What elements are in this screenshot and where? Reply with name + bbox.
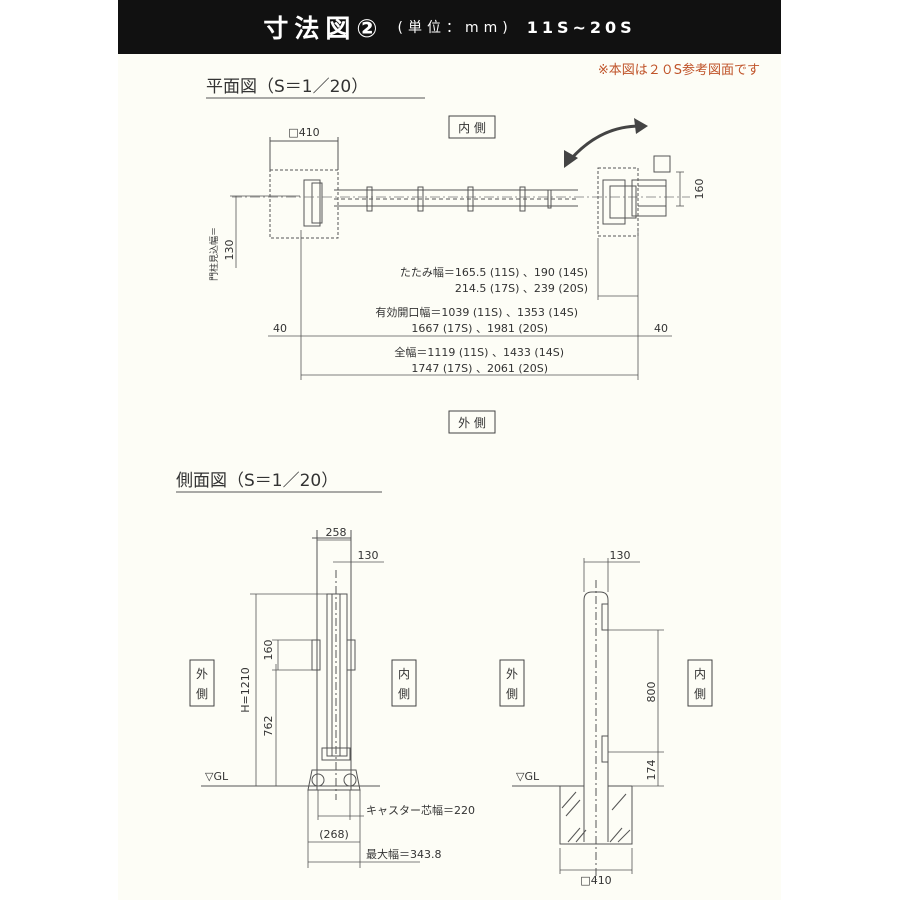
post-offset-dim	[230, 195, 300, 268]
plan-outside-box: 外 側	[448, 410, 496, 434]
side-bottom-dims	[307, 790, 420, 868]
folded-width-l2: 214.5 (17S) 、239 (20S)	[455, 282, 588, 295]
side-left-inside-char1: 内	[398, 667, 410, 681]
side-right-dims	[559, 558, 664, 874]
side-left-outside-char1: 外	[196, 667, 208, 681]
plan-inside-box: 内 側	[448, 115, 496, 139]
overall-width-l1: 全幅＝1119 (11S) 、1433 (14S)	[394, 345, 564, 359]
gl-label-left: ▽GL	[205, 770, 229, 783]
foundation-hatch	[561, 791, 631, 843]
swing-arrow	[568, 124, 641, 161]
margin-left-label: 40	[273, 322, 287, 335]
height-174-label: 174	[645, 760, 658, 781]
base-size-label: □410	[580, 874, 611, 887]
drawing-sheet	[118, 0, 781, 900]
dim-160-label: 160	[693, 179, 706, 200]
width-130-label: 130	[358, 549, 379, 562]
width-268-label: (268)	[319, 828, 349, 841]
side-view-title: 側面図（S＝1／20）	[176, 471, 338, 491]
side-right-outside-char1: 外	[506, 667, 518, 681]
post-size-label: □410	[288, 126, 319, 139]
side-left-inside-box: 内 側	[391, 659, 417, 707]
drawing-title: 寸法図②	[263, 14, 384, 43]
title-banner: 寸法図② (単位：mm) 11S~20S	[118, 0, 781, 54]
height-160-label: 160	[262, 640, 275, 661]
plan-extension-lines	[300, 230, 639, 380]
swing-arrow-tail	[634, 118, 648, 134]
swing-arrow-head	[564, 150, 578, 168]
gl-label-right: ▽GL	[516, 770, 540, 783]
side-left-outside-box: 外 側	[189, 659, 215, 707]
left-post	[269, 137, 339, 239]
right-post	[597, 155, 671, 237]
caster-width-label: キャスター芯幅＝220	[366, 803, 475, 817]
right-width-130-label: 130	[610, 549, 631, 562]
post-offset-value: 130	[223, 240, 236, 261]
side-top-dims	[317, 539, 384, 563]
unit-label: (単位：mm)	[397, 20, 513, 36]
max-width-label: 最大幅＝343.8	[366, 847, 442, 861]
side-right-inside-box: 内 側	[687, 659, 713, 707]
side-left-outside-char2: 側	[196, 687, 208, 701]
plan-view-title: 平面図（S＝1／20）	[206, 77, 368, 97]
folded-width-l1: たたみ幅＝165.5 (11S) 、190 (14S)	[400, 266, 588, 279]
side-left-gate	[307, 530, 361, 800]
side-height-dims	[250, 593, 334, 786]
side-right-inside-char1: 内	[694, 667, 706, 681]
height-1210-label: H=1210	[239, 667, 252, 712]
side-right-outside-char2: 側	[506, 687, 518, 701]
side-left-inside-char2: 側	[398, 687, 410, 701]
side-right-outside-box: 外 側	[499, 659, 525, 707]
dim-160-plan	[676, 171, 684, 207]
width-258-label: 258	[326, 526, 347, 539]
model-range: 11S~20S	[526, 17, 636, 37]
height-762-label: 762	[262, 716, 275, 737]
side-right-post	[559, 580, 633, 880]
reference-note: ※本図は２０S参考図面です	[598, 62, 760, 78]
post-offset-label: 門柱見込幅＝	[208, 227, 220, 281]
plan-inside-label: 内 側	[458, 121, 486, 135]
plan-outside-label: 外 側	[458, 416, 486, 430]
height-800-label: 800	[645, 682, 658, 703]
overall-width-l2: 1747 (17S) 、2061 (20S)	[411, 362, 548, 375]
opening-width-l2: 1667 (17S) 、1981 (20S)	[411, 322, 548, 335]
margin-right-label: 40	[654, 322, 668, 335]
side-right-inside-char2: 側	[694, 687, 706, 701]
gate-lattice	[334, 186, 578, 212]
opening-width-l1: 有効開口幅＝1039 (11S) 、1353 (14S)	[375, 305, 578, 319]
